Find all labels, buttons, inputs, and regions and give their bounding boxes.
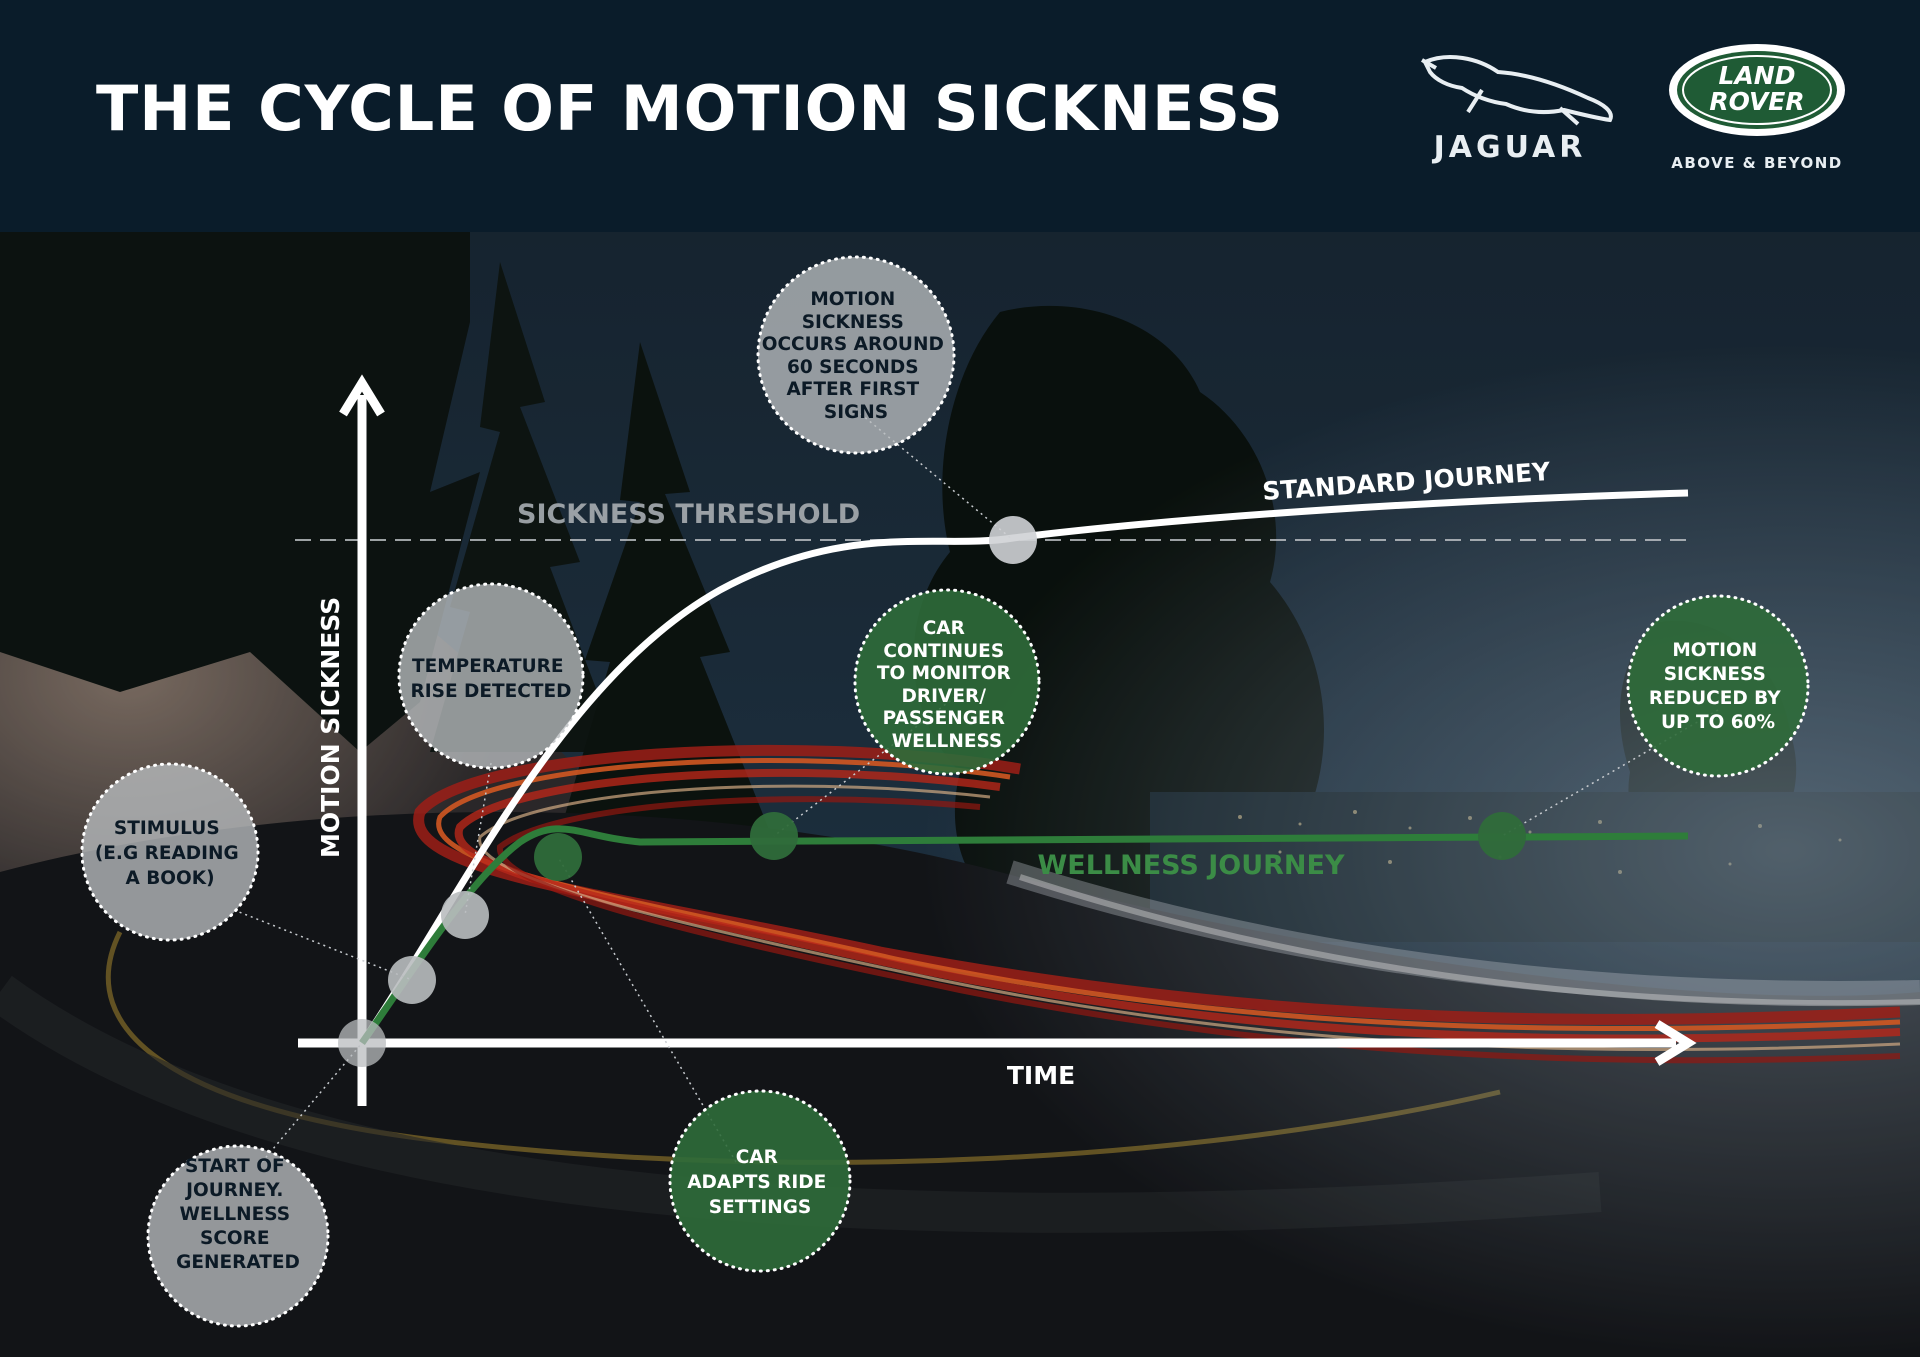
callout-stimulus: STIMULUS (E.G READING A BOOK) — [80, 762, 260, 942]
callout-text: MOTION SICKNESS REDUCED BY UP TO 60% — [1649, 640, 1787, 733]
land-rover-tagline: ABOVE & BEYOND — [1671, 154, 1843, 172]
callout-text: CAR CONTINUES TO MONITOR DRIVER/ PASSENG… — [877, 618, 1017, 752]
callout-text: MOTION SICKNESS OCCURS AROUND 60 SECONDS… — [762, 289, 951, 423]
callout-start-of-journey: START OF JOURNEY. WELLNESS SCORE GENERAT… — [146, 1144, 330, 1328]
x-axis — [298, 1020, 1697, 1066]
sickness-threshold-label: SICKNESS THRESHOLD — [517, 499, 860, 530]
callout-motion-sickness-reduced: MOTION SICKNESS REDUCED BY UP TO 60% — [1626, 594, 1810, 778]
standard-journey-curve — [359, 489, 1689, 1045]
callout-temperature-rise: TEMPERATURE RISE DETECTED — [397, 582, 585, 770]
callout-text: TEMPERATURE RISE DETECTED — [411, 656, 572, 702]
y-axis-label: MOTION SICKNESS — [316, 597, 345, 858]
callout-text: CAR ADAPTS RIDE SETTINGS — [687, 1147, 833, 1218]
callouts: MOTION SICKNESS OCCURS AROUND 60 SECONDS… — [80, 255, 1810, 1328]
x-axis-label: TIME — [1007, 1061, 1075, 1090]
page-title: THE CYCLE OF MOTION SICKNESS — [96, 72, 1284, 145]
curve-markers — [338, 516, 1526, 1067]
land-rover-wordmark-bottom: ROVER — [1709, 87, 1804, 116]
header-bar: THE CYCLE OF MOTION SICKNESS — [0, 0, 1920, 232]
wellness-journey-label: WELLNESS JOURNEY — [1037, 850, 1345, 881]
y-axis — [339, 374, 385, 1106]
jaguar-wordmark: JAGUAR — [1432, 130, 1587, 165]
callout-car-continues-monitor: CAR CONTINUES TO MONITOR DRIVER/ PASSENG… — [853, 588, 1041, 776]
jaguar-logo: JAGUAR — [1421, 55, 1613, 165]
callout-motion-sickness-occurs: MOTION SICKNESS OCCURS AROUND 60 SECONDS… — [756, 255, 956, 455]
leader-lines — [233, 409, 1719, 1163]
callout-text: STIMULUS (E.G READING A BOOK) — [95, 818, 245, 889]
callout-car-adapts-ride: CAR ADAPTS RIDE SETTINGS — [668, 1089, 852, 1273]
land-rover-wordmark-top: LAND — [1719, 61, 1796, 90]
land-rover-logo: LAND ROVER ABOVE & BEYOND — [1669, 44, 1845, 172]
callout-text: START OF JOURNEY. WELLNESS SCORE GENERAT… — [176, 1156, 300, 1273]
